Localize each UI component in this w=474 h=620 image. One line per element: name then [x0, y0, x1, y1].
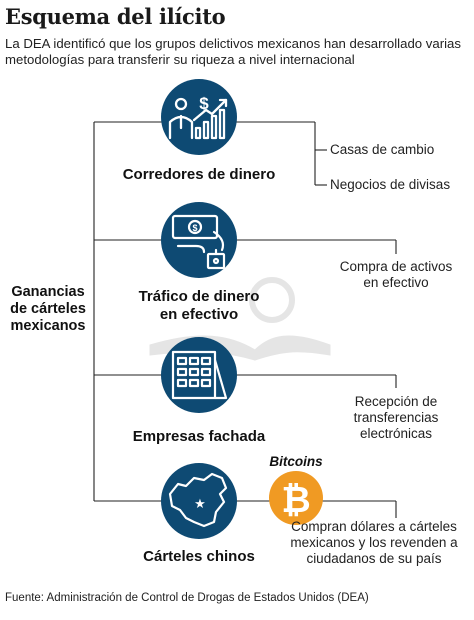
banknote-dollar-icon: $ — [192, 223, 197, 233]
detail-buy-resell-dollars: Compran dólares a cárteles mexicanos y l… — [290, 519, 458, 566]
detail-currency-business: Negocios de divisas — [330, 177, 451, 192]
china-map-icon: ★ — [161, 463, 237, 539]
svg-text:₿: ₿ — [281, 480, 310, 521]
dollar-sign-icon: $ — [199, 94, 209, 113]
money-broker-icon: $ — [161, 79, 237, 155]
star-icon: ★ — [194, 497, 206, 512]
page-title: Esquema del ilícito — [5, 4, 226, 29]
front-company-building-icon — [161, 337, 237, 413]
detail-exchange-houses: Casas de cambio — [330, 142, 435, 157]
cash-trafficking-icon: $ — [161, 202, 237, 278]
method-label-money-brokers: Corredores de dinero — [122, 166, 276, 183]
detail-electronic-transfers: Recepción de transferencias electrónicas — [353, 394, 439, 441]
bitcoin-icon: ₿ — [269, 471, 323, 525]
method-label-cash-trafficking: Tráfico de dinero en efectivo — [138, 288, 260, 323]
bitcoin-label: Bitcoins — [269, 454, 323, 469]
connector-lines — [93, 121, 397, 518]
page-subtitle: La DEA identificó que los grupos delicti… — [5, 36, 461, 67]
detail-cash-asset-purchase: Compra de activos en efectivo — [339, 259, 453, 290]
method-label-chinese-cartels: Cárteles chinos — [143, 548, 255, 565]
root-label: Ganancias de cárteles mexicanos — [10, 284, 86, 334]
source-note: Fuente: Administración de Control de Dro… — [5, 592, 369, 604]
method-label-front-companies: Empresas fachada — [132, 428, 266, 445]
